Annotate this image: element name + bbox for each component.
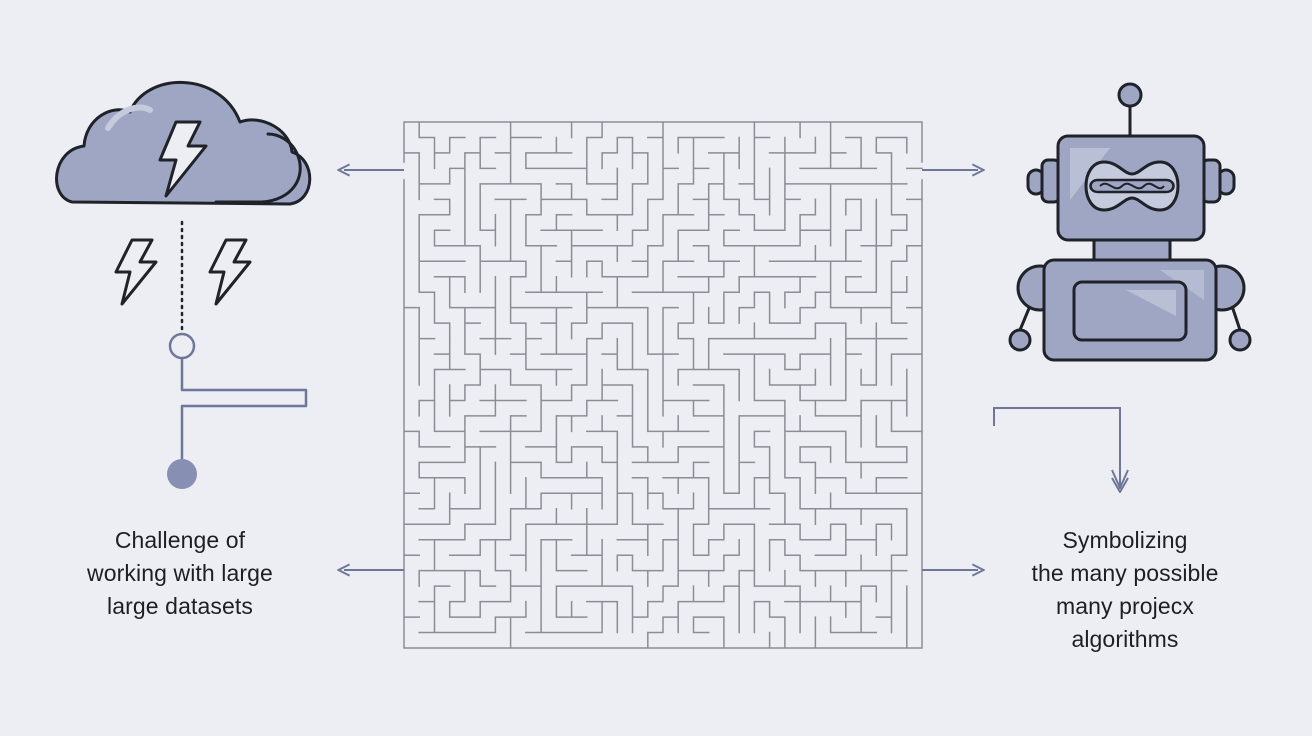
filled-node: [167, 459, 197, 489]
robot-icon: [1008, 82, 1252, 362]
maze-icon: [403, 121, 923, 649]
maze-walls: [403, 121, 923, 649]
arrow-down-right: [993, 407, 1121, 488]
caption-right-line-4: algorithms: [1071, 626, 1179, 652]
storm-cloud-icon: [55, 81, 312, 206]
lightning-bolt-icon: [158, 120, 208, 198]
hollow-node: [168, 332, 196, 360]
flow-connector: [167, 220, 308, 489]
caption-left-line-1: Challenge of: [114, 527, 246, 553]
antenna-ball: [1117, 82, 1143, 108]
caption-left-line-2: working with large: [87, 560, 273, 586]
caption-right-line-1: Symbolizing: [1062, 527, 1188, 553]
caption-left: Challenge of working with large large da…: [40, 524, 320, 623]
caption-left-line-3: large datasets: [107, 593, 253, 619]
lightning-bolt-icon: [208, 238, 252, 306]
caption-right: Symbolizing the many possible many proje…: [990, 524, 1260, 656]
caption-right-line-2: the many possible: [1031, 560, 1219, 586]
arrows: [344, 170, 1129, 570]
lightning-bolt-icon: [114, 238, 158, 306]
caption-right-line-3: many projecx: [1056, 593, 1194, 619]
